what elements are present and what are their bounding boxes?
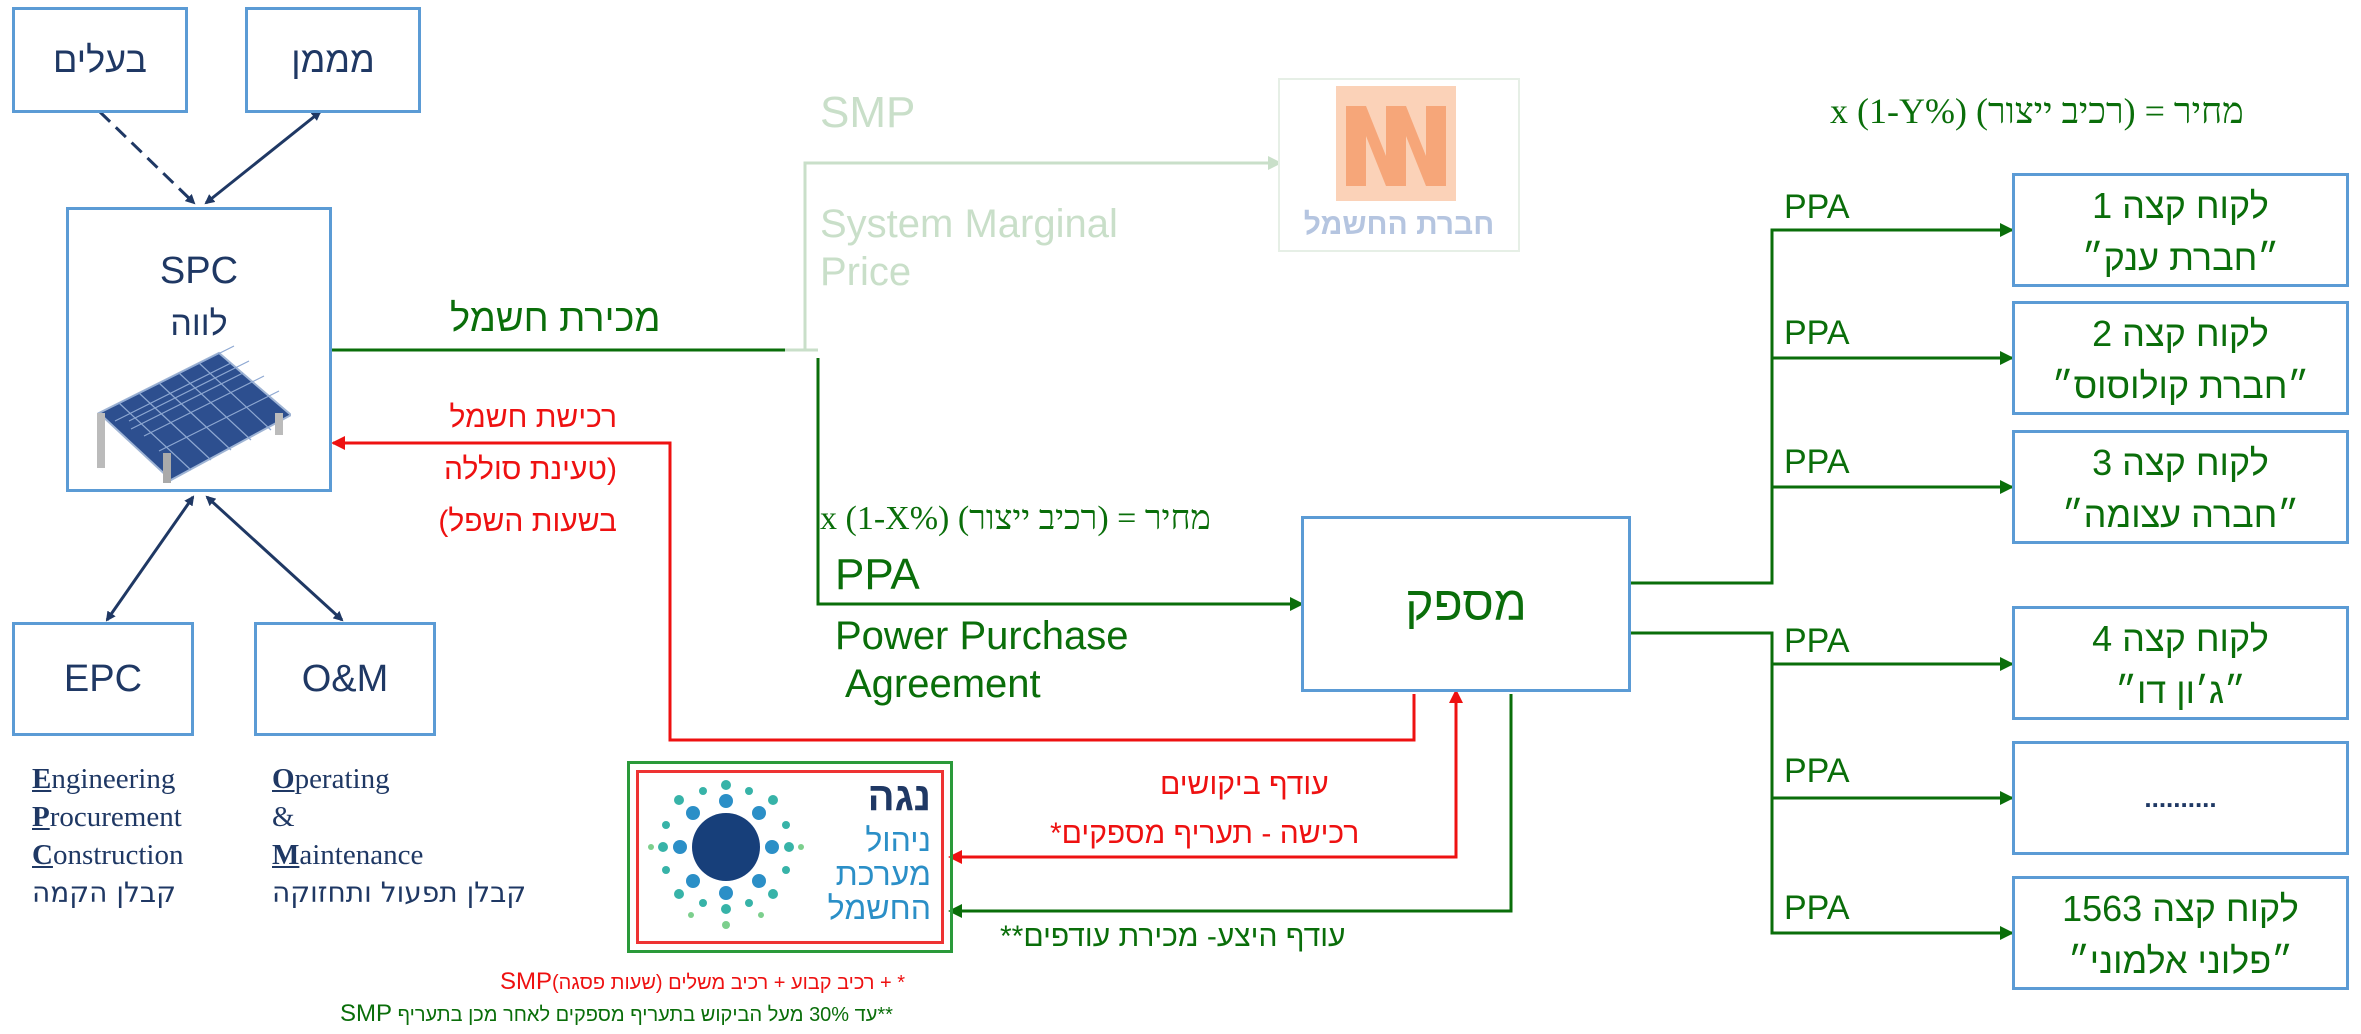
epc-arrow bbox=[105, 495, 195, 622]
epc-box: EPC bbox=[12, 622, 194, 736]
solar-panel-icon bbox=[97, 345, 291, 483]
ppa-main-arrow bbox=[816, 358, 1304, 611]
noga-subtitle: ניהול מערכת החשמל bbox=[827, 822, 931, 926]
demand-surplus-label: עודף ביקושים bbox=[1160, 768, 1329, 801]
iec-logo-text: חברת החשמל bbox=[1303, 208, 1495, 241]
owners-box: בעלים bbox=[12, 7, 188, 113]
customer-box: לקוח קצה 3״חברה עצומה״ bbox=[2012, 430, 2349, 544]
noga-name: נגה bbox=[867, 775, 931, 819]
footnote-2: **עד 30% מעל הביקוש בתעריף מספקים לאחר מ… bbox=[340, 1000, 893, 1027]
iec-logo-icon bbox=[1336, 86, 1456, 201]
epc-description: Engineering Procurement Construction קבל… bbox=[32, 763, 184, 909]
customer-box: לקוח קצה 2״חברת קולוסוס״ bbox=[2012, 301, 2349, 415]
formula-x: מחיר = (רכיב ייצור) x (1-X%) bbox=[820, 500, 1211, 537]
surplus-arrow bbox=[948, 694, 1513, 918]
owners-arrow bbox=[98, 110, 196, 205]
spc-title: SPC bbox=[159, 250, 239, 292]
ppa-label-4: PPA bbox=[1784, 622, 1850, 660]
footnote-1: * + רכיב קבוע + רכיב משלים (שעות פסגה)SM… bbox=[500, 968, 906, 995]
noga-sun-icon bbox=[648, 780, 804, 929]
smp-arrow bbox=[803, 156, 1282, 350]
supplier-label: מספק bbox=[1405, 577, 1527, 631]
noga-logo: נגה ניהול מערכת החשמל bbox=[627, 761, 953, 953]
ppa-main-title: PPA bbox=[835, 550, 920, 599]
owners-label: בעלים bbox=[53, 39, 147, 80]
formula-y: מחיר = (רכיב ייצור) x (1-Y%) bbox=[1830, 91, 2244, 131]
spc-subtitle: לווה bbox=[170, 305, 228, 343]
financier-box: מממן bbox=[245, 7, 421, 113]
smp-description: System Marginal Price bbox=[820, 202, 1118, 294]
electricity-sale-label: מכירת חשמל bbox=[450, 298, 661, 340]
ppa-label-1: PPA bbox=[1784, 188, 1850, 226]
ppa-main-description: Power Purchase Agreement bbox=[835, 614, 1129, 706]
spc-box: SPC לווה bbox=[66, 207, 332, 492]
customer-box-ellipsis: .......... bbox=[2012, 741, 2349, 855]
production-surplus-label: עודף היצע- מכירת עודפים** bbox=[1000, 920, 1346, 953]
customer-box: לקוח קצה 1״חברת ענק״ bbox=[2012, 173, 2349, 287]
om-label: O&M bbox=[301, 657, 389, 700]
epc-label: EPC bbox=[63, 657, 143, 700]
customer-box: לקוח קצה 1563״פלוני אלמוני״ bbox=[2012, 876, 2349, 990]
ppa-label-2: PPA bbox=[1784, 314, 1850, 352]
ppa-label-5: PPA bbox=[1784, 752, 1850, 790]
om-box: O&M bbox=[254, 622, 436, 736]
financier-label: מממן bbox=[291, 39, 375, 80]
om-description: Operating & Maintenance קבלן תפעול ותחזו… bbox=[272, 763, 527, 909]
financier-arrow bbox=[204, 110, 322, 205]
smp-title: SMP bbox=[820, 88, 916, 137]
iec-logo: חברת החשמל bbox=[1278, 78, 1520, 252]
customer-box: לקוח קצה 4״ג׳ון דו״ bbox=[2012, 606, 2349, 720]
om-arrow bbox=[205, 495, 344, 622]
ppa-label-3: PPA bbox=[1784, 443, 1850, 481]
purchase-tariff-label: רכישה - תעריף מספקים* bbox=[1050, 817, 1360, 850]
purchase-arrow bbox=[331, 436, 1416, 742]
purchase-label: רכישת חשמל (טעינת סוללה בשעות השפל) bbox=[438, 401, 617, 538]
ppa-label-6: PPA bbox=[1784, 889, 1850, 927]
supplier-box: מספק bbox=[1301, 516, 1631, 692]
